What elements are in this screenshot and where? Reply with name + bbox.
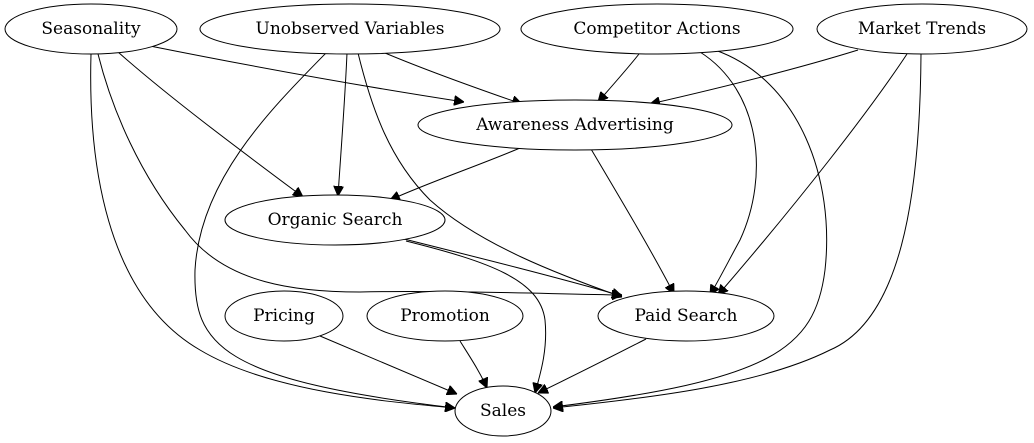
node-sales-ellipse bbox=[454, 385, 552, 437]
node-unobserved-variables-label: Unobserved Variables bbox=[256, 19, 445, 39]
node-market-trends-label: Market Trends bbox=[858, 19, 986, 39]
node-organic-search-ellipse bbox=[224, 194, 446, 246]
node-pricing[interactable]: Pricing bbox=[224, 290, 344, 342]
edge-market-trends-to-awareness-advertising bbox=[650, 49, 859, 104]
node-seasonality-ellipse bbox=[4, 3, 178, 55]
nodes: Seasonality Unobserved Variables Competi… bbox=[4, 3, 1028, 437]
edge-awareness-advertising-to-organic-search bbox=[390, 147, 521, 200]
node-awareness-advertising-ellipse bbox=[417, 99, 733, 151]
node-seasonality[interactable]: Seasonality bbox=[4, 3, 178, 55]
node-paid-search-label: Paid Search bbox=[635, 306, 738, 326]
node-unobserved-variables[interactable]: Unobserved Variables bbox=[199, 3, 501, 55]
edge-competitor-actions-to-paid-search bbox=[699, 51, 757, 295]
node-pricing-label: Pricing bbox=[253, 306, 315, 326]
edge-pricing-to-sales bbox=[319, 335, 457, 394]
node-unobserved-variables-ellipse bbox=[199, 3, 501, 55]
edge-awareness-advertising-to-paid-search bbox=[590, 148, 674, 294]
node-sales-label: Sales bbox=[480, 401, 526, 421]
node-competitor-actions[interactable]: Competitor Actions bbox=[520, 3, 794, 55]
edge-competitor-actions-to-sales bbox=[553, 49, 828, 407]
node-promotion[interactable]: Promotion bbox=[366, 290, 524, 342]
node-awareness-advertising-label: Awareness Advertising bbox=[475, 115, 674, 135]
edge-promotion-to-sales bbox=[459, 340, 487, 388]
edge-organic-search-to-sales bbox=[405, 240, 547, 393]
edge-market-trends-to-paid-search bbox=[718, 53, 908, 295]
node-sales[interactable]: Sales bbox=[454, 385, 552, 437]
edge-seasonality-to-organic-search bbox=[117, 51, 303, 197]
edge-market-trends-to-sales bbox=[553, 53, 922, 408]
edge-competitor-actions-to-awareness-advertising bbox=[598, 53, 640, 102]
node-market-trends-ellipse bbox=[816, 3, 1028, 55]
node-promotion-label: Promotion bbox=[400, 306, 490, 326]
edge-unobserved-variables-to-organic-search bbox=[338, 52, 348, 196]
edge-seasonality-to-awareness-advertising bbox=[149, 45, 464, 102]
edge-unobserved-variables-to-sales bbox=[194, 52, 455, 408]
edges bbox=[90, 45, 922, 408]
node-paid-search[interactable]: Paid Search bbox=[597, 290, 775, 342]
node-awareness-advertising[interactable]: Awareness Advertising bbox=[417, 99, 733, 151]
edge-unobserved-variables-to-paid-search bbox=[357, 52, 622, 297]
node-pricing-ellipse bbox=[224, 290, 344, 342]
edge-organic-search-to-paid-search bbox=[399, 237, 622, 296]
node-paid-search-ellipse bbox=[597, 290, 775, 342]
node-competitor-actions-label: Competitor Actions bbox=[573, 19, 740, 39]
node-seasonality-label: Seasonality bbox=[41, 19, 141, 39]
edge-unobserved-variables-to-awareness-advertising bbox=[377, 49, 522, 104]
node-promotion-ellipse bbox=[366, 290, 524, 342]
node-organic-search-label: Organic Search bbox=[268, 210, 403, 230]
node-market-trends[interactable]: Market Trends bbox=[816, 3, 1028, 55]
edge-seasonality-to-paid-search bbox=[97, 53, 622, 295]
node-competitor-actions-ellipse bbox=[520, 3, 794, 55]
edge-paid-search-to-sales bbox=[538, 338, 647, 393]
node-organic-search[interactable]: Organic Search bbox=[224, 194, 446, 246]
edge-seasonality-to-sales bbox=[90, 53, 455, 408]
